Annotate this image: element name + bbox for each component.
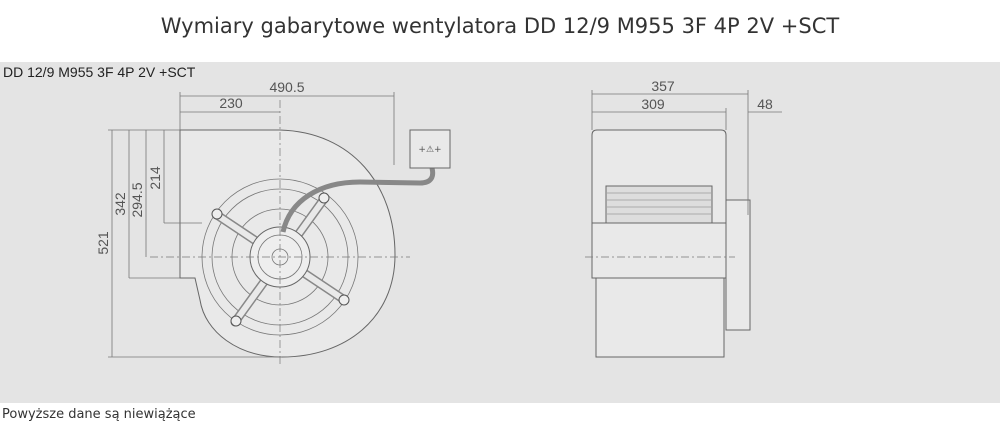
wheel-blades <box>605 185 713 224</box>
mount-hole <box>211 208 223 220</box>
mount-hole <box>230 315 242 327</box>
disclaimer: Powyższe dane są niewiążące <box>2 407 196 422</box>
cable <box>280 167 436 233</box>
dim-309: 309 <box>641 96 665 112</box>
dim-490-5: 490.5 <box>269 79 304 95</box>
warning-icon: +⚠+ <box>418 145 441 155</box>
dim-294-5: 294.5 <box>129 182 145 217</box>
dim-342: 342 <box>112 192 128 216</box>
front-view: +⚠+ 490.5 230 521 342 294.5 214 <box>95 79 451 365</box>
dim-357: 357 <box>651 78 675 94</box>
motor-side <box>725 199 751 331</box>
mount-hole <box>338 294 350 306</box>
junction-box <box>409 129 451 169</box>
housing-band <box>591 222 727 279</box>
dim-230: 230 <box>219 95 243 111</box>
fan-housing-bottom <box>595 277 725 358</box>
mount-hole <box>318 192 330 204</box>
dim-214: 214 <box>147 166 163 190</box>
dim-521: 521 <box>95 231 111 255</box>
model-label: DD 12/9 M955 3F 4P 2V +SCT <box>3 64 196 80</box>
dim-48: 48 <box>757 96 773 112</box>
side-view: 357 309 48 <box>585 78 782 358</box>
page-title: Wymiary gabarytowe wentylatora DD 12/9 M… <box>160 14 840 38</box>
drawing-panel <box>0 62 1000 403</box>
